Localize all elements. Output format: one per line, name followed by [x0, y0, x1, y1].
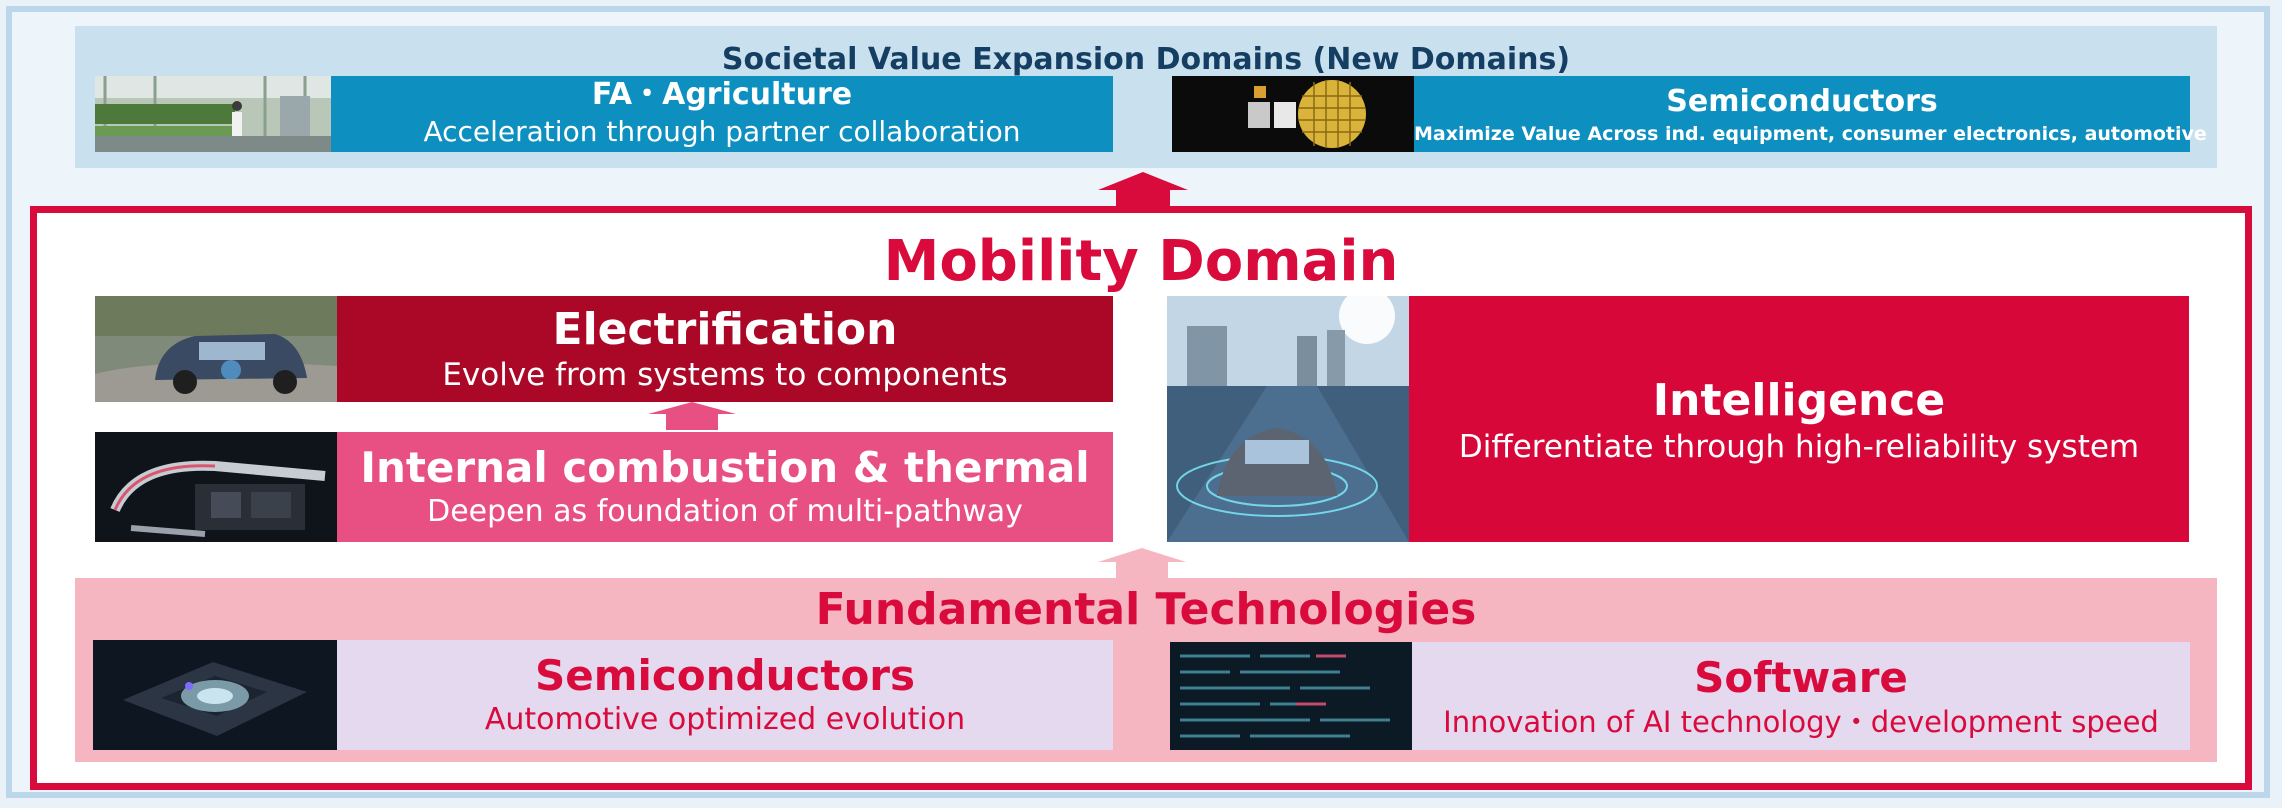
- fundamental-technologies-title: Fundamental Technologies: [815, 584, 1477, 635]
- software-title: Software: [1694, 653, 1908, 702]
- societal-semiconductors-title: Semiconductors: [1666, 84, 1938, 119]
- code-screen-photo-icon: [1170, 642, 1412, 750]
- fa-agriculture-title: FA・Agriculture: [591, 77, 853, 112]
- wafer-chip-photo-icon: [1172, 76, 1414, 152]
- fundamental-semiconductors-box: Semiconductors Automotive optimized evol…: [337, 640, 1113, 750]
- societal-title: Societal Value Expansion Domains (New Do…: [721, 42, 1571, 77]
- intelligence-box: Intelligence Differentiate through high-…: [1409, 296, 2189, 542]
- fundamental-semiconductors-subtitle: Automotive optimized evolution: [484, 702, 966, 737]
- arrow-up-icon: [1098, 172, 1188, 210]
- software-subtitle: Innovation of AI technology・development …: [1443, 705, 2159, 739]
- societal-semiconductors-box: Semiconductors Maximize Value Across ind…: [1414, 76, 2207, 152]
- chip-photo-icon: [93, 640, 337, 750]
- arrow-up-icon: [648, 402, 736, 430]
- electrification-box: Electrification Evolve from systems to c…: [337, 296, 1113, 402]
- societal-semiconductors-subtitle: Maximize Value Across ind. equipment, co…: [1414, 123, 2207, 145]
- electric-car-photo-icon: [95, 296, 337, 402]
- software-box: Software Innovation of AI technology・dev…: [1412, 642, 2190, 750]
- internal-combustion-subtitle: Deepen as foundation of multi-pathway: [427, 494, 1023, 529]
- factory-agriculture-photo-icon: [95, 76, 331, 152]
- fa-agriculture-box: FA・Agriculture Acceleration through part…: [331, 76, 1113, 152]
- fundamental-semiconductors-title: Semiconductors: [534, 651, 916, 700]
- engine-thermal-photo-icon: [95, 432, 337, 542]
- mobility-domain-title: Mobility Domain: [883, 229, 1399, 294]
- internal-combustion-title: Internal combustion & thermal: [360, 443, 1090, 492]
- fa-agriculture-subtitle: Acceleration through partner collaborati…: [423, 115, 1021, 148]
- internal-combustion-box: Internal combustion & thermal Deepen as …: [337, 432, 1113, 542]
- autonomous-car-photo-icon: [1167, 296, 1409, 542]
- electrification-subtitle: Evolve from systems to components: [442, 357, 1008, 393]
- intelligence-title: Intelligence: [1652, 375, 1946, 426]
- intelligence-subtitle: Differentiate through high-reliability s…: [1458, 429, 2140, 465]
- electrification-title: Electrification: [552, 304, 898, 355]
- arrow-up-icon: [1098, 548, 1186, 578]
